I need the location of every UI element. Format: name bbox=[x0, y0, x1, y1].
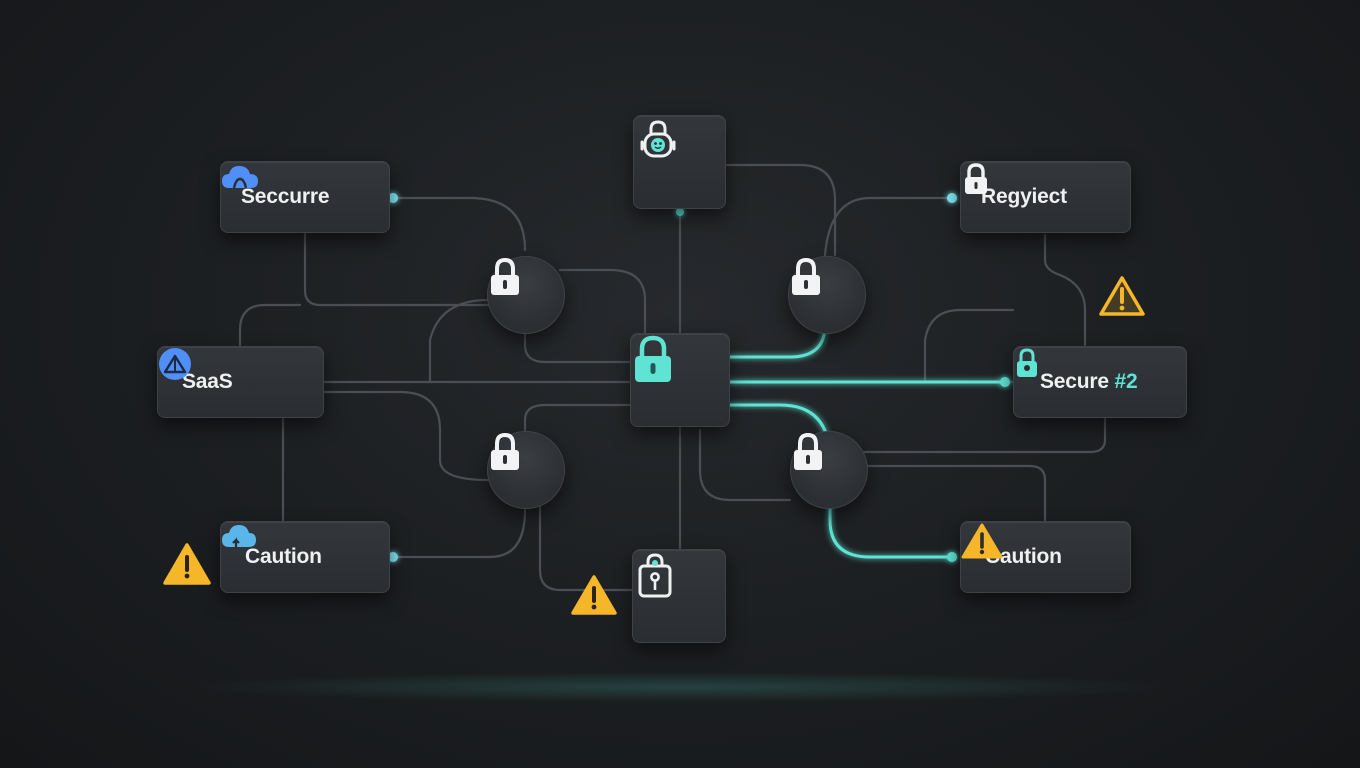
node-label: Secure #2 bbox=[1040, 370, 1138, 394]
node-center[interactable] bbox=[630, 333, 730, 427]
node-label: Caution bbox=[245, 545, 322, 568]
connector-line bbox=[538, 503, 634, 592]
node-label-accent: #2 bbox=[1114, 370, 1138, 393]
connector-line bbox=[1043, 233, 1087, 347]
connector-line bbox=[303, 231, 490, 307]
connector-line bbox=[323, 390, 490, 482]
node-seccurre[interactable]: Seccurre bbox=[220, 161, 390, 233]
port-dot bbox=[676, 208, 684, 216]
connector-line bbox=[724, 163, 837, 257]
node-top-center[interactable] bbox=[633, 115, 726, 209]
connector-line bbox=[390, 196, 527, 252]
connector-line bbox=[390, 508, 527, 559]
node-secure-2[interactable]: Secure #2 bbox=[1013, 346, 1187, 418]
node-label: Regyiect bbox=[981, 185, 1067, 208]
lock-hub-top-right[interactable] bbox=[788, 256, 866, 334]
node-regyiect[interactable]: Regyiect bbox=[960, 161, 1131, 233]
port-dot bbox=[947, 193, 957, 203]
connector-line bbox=[523, 403, 632, 442]
node-bottom-center[interactable] bbox=[632, 549, 726, 643]
port-dot bbox=[388, 193, 398, 203]
connector-line bbox=[698, 428, 792, 502]
lock-hub-bottom-left[interactable] bbox=[487, 431, 565, 509]
node-caution-right[interactable]: Caution bbox=[960, 521, 1131, 593]
node-saas[interactable]: SaaS bbox=[157, 346, 324, 418]
connector-line bbox=[858, 416, 1107, 454]
node-label-main: Secure bbox=[1040, 370, 1115, 393]
connector-line bbox=[238, 303, 302, 382]
node-label: SaaS bbox=[182, 370, 233, 393]
port-dot bbox=[388, 552, 398, 562]
connector-line bbox=[558, 268, 647, 337]
node-label: Caution bbox=[985, 545, 1062, 568]
node-caution-left[interactable]: Caution bbox=[220, 521, 390, 593]
connector-line bbox=[923, 308, 1015, 384]
connector-line bbox=[858, 464, 1047, 522]
lock-hub-bottom-right[interactable] bbox=[790, 431, 868, 509]
floor-glow bbox=[180, 672, 1180, 702]
lock-hub-top-left[interactable] bbox=[487, 256, 565, 334]
node-label: Seccurre bbox=[241, 185, 330, 208]
connector-line bbox=[823, 196, 954, 257]
connector-line bbox=[523, 328, 632, 364]
port-dot bbox=[947, 552, 957, 562]
port-dot bbox=[1000, 377, 1010, 387]
connector-line bbox=[428, 298, 490, 384]
